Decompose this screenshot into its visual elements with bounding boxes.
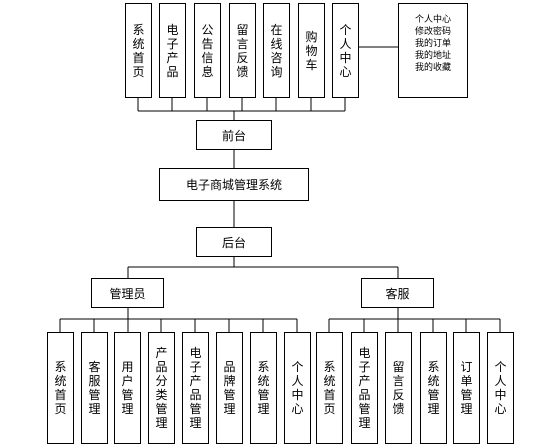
system-node: 电子商城管理系统 bbox=[159, 168, 309, 201]
admin-label: 管理员 bbox=[109, 286, 146, 301]
note-line: 我的收藏 bbox=[414, 63, 451, 73]
service-module: 留言反馈 bbox=[385, 332, 412, 444]
module-label: 系统首页 bbox=[323, 360, 336, 416]
note-line: 我的订单 bbox=[414, 39, 451, 49]
back-label: 后台 bbox=[221, 235, 246, 250]
personal-center-note: 个人中心 修改密码 我的订单 我的地址 我的收藏 bbox=[398, 3, 468, 98]
service-module: 系统管理 bbox=[420, 332, 447, 444]
front-module: 购物车 bbox=[298, 3, 325, 98]
back-node: 后台 bbox=[196, 227, 272, 257]
module-label: 客服管理 bbox=[88, 360, 101, 416]
admin-module: 产品分类管理 bbox=[148, 332, 175, 444]
module-label: 电子产品 bbox=[166, 22, 179, 79]
front-module: 公告信息 bbox=[194, 3, 221, 98]
module-label: 系统首页 bbox=[54, 360, 67, 416]
module-label: 购物车 bbox=[305, 29, 318, 72]
system-label: 电子商城管理系统 bbox=[185, 178, 282, 192]
admin-module: 品牌管理 bbox=[216, 332, 243, 444]
module-label: 品牌管理 bbox=[223, 360, 236, 416]
admin-module: 系统管理 bbox=[250, 332, 277, 444]
module-label: 留言反馈 bbox=[236, 22, 249, 79]
admin-module: 系统首页 bbox=[47, 332, 74, 444]
note-line: 个人中心 bbox=[414, 15, 451, 25]
note-line: 我的地址 bbox=[414, 51, 451, 61]
module-label: 电子产品管理 bbox=[189, 346, 202, 430]
front-module: 留言反馈 bbox=[229, 3, 256, 98]
module-label: 公告信息 bbox=[201, 22, 214, 79]
admin-module: 用户管理 bbox=[114, 332, 141, 444]
front-module: 电子产品 bbox=[159, 3, 186, 98]
front-label: 前台 bbox=[221, 128, 246, 143]
module-label: 系统管理 bbox=[427, 360, 440, 416]
service-module: 订单管理 bbox=[453, 332, 480, 444]
module-label: 个人中心 bbox=[494, 360, 507, 416]
admin-module: 客服管理 bbox=[81, 332, 108, 444]
module-label: 用户管理 bbox=[121, 360, 134, 416]
service-node: 客服 bbox=[361, 278, 434, 308]
module-label: 系统首页 bbox=[132, 22, 145, 79]
service-module: 系统首页 bbox=[316, 332, 343, 444]
front-node: 前台 bbox=[196, 120, 272, 150]
admin-module: 电子产品管理 bbox=[182, 332, 209, 444]
module-label: 个人中心 bbox=[339, 22, 352, 79]
admin-module: 个人中心 bbox=[284, 332, 311, 444]
module-label: 订单管理 bbox=[460, 360, 473, 416]
service-module: 个人中心 bbox=[487, 332, 514, 444]
admin-node: 管理员 bbox=[91, 278, 164, 308]
front-module: 个人中心 bbox=[332, 3, 359, 98]
module-label: 产品分类管理 bbox=[155, 346, 168, 430]
front-module: 系统首页 bbox=[125, 3, 152, 98]
module-label: 个人中心 bbox=[291, 360, 304, 416]
front-module: 在线咨询 bbox=[263, 3, 290, 98]
module-label: 留言反馈 bbox=[392, 360, 405, 416]
service-module: 电子产品管理 bbox=[351, 332, 378, 444]
note-line: 修改密码 bbox=[414, 27, 451, 37]
module-label: 系统管理 bbox=[257, 360, 270, 416]
module-label: 在线咨询 bbox=[270, 22, 283, 79]
module-label: 电子产品管理 bbox=[358, 346, 371, 430]
service-label: 客服 bbox=[385, 286, 410, 301]
